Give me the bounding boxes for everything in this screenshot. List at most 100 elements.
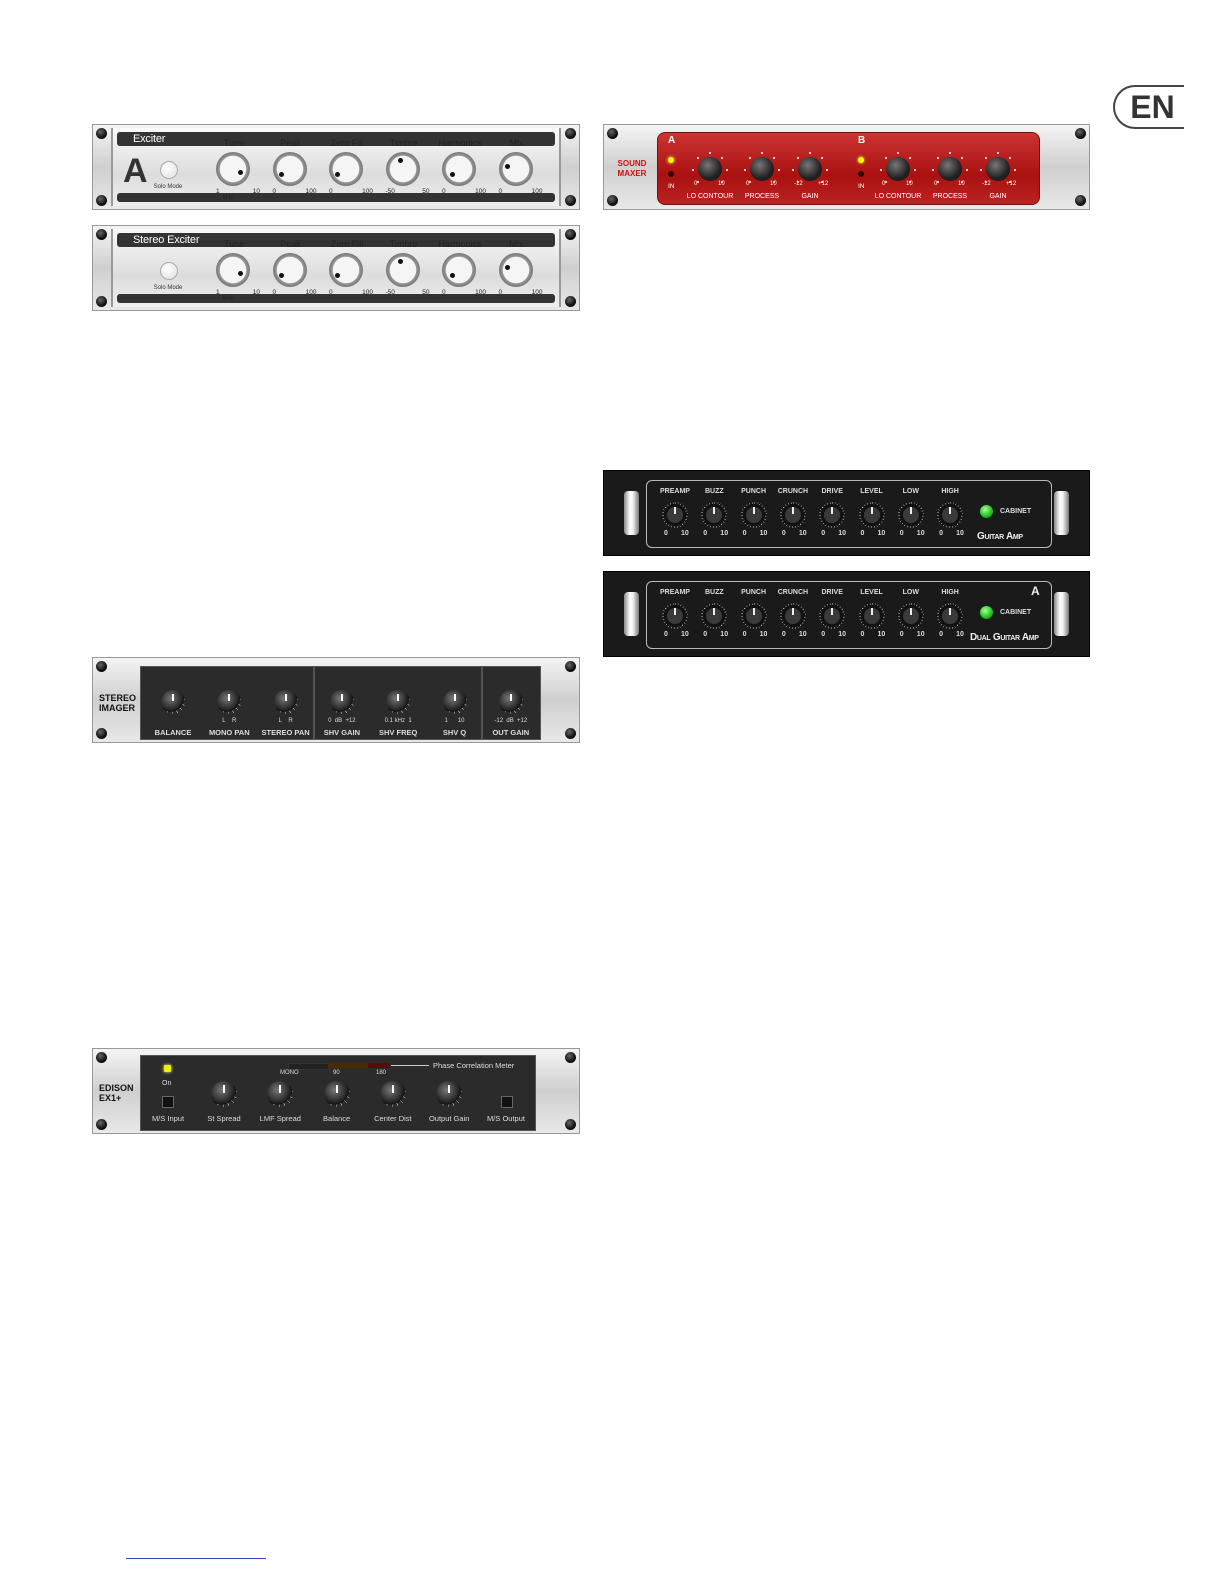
sm-knob-process[interactable]: [750, 157, 774, 181]
cabinet-led-button[interactable]: [980, 505, 993, 518]
rotary-knob[interactable]: [897, 603, 924, 629]
rotary-knob[interactable]: [779, 603, 806, 629]
rotary-knob[interactable]: [216, 253, 250, 287]
scale-tick: [884, 181, 887, 184]
rotary-knob[interactable]: [937, 603, 964, 629]
knob-label: SHV GAIN: [323, 728, 361, 737]
rotary-knob[interactable]: [379, 1081, 406, 1107]
knob-label: PUNCH: [741, 589, 767, 596]
sm-knob-gain[interactable]: [986, 157, 1010, 181]
scale-tick: [761, 152, 763, 154]
footer-link-underline[interactable]: [126, 1558, 266, 1559]
rotary-knob[interactable]: [272, 152, 307, 186]
knob-indicator: [397, 259, 403, 264]
phase-meter-segment: [368, 1063, 390, 1068]
scale-tick: [709, 152, 711, 154]
knob-st-spread: St Spread: [194, 1081, 254, 1127]
rotary-knob[interactable]: [442, 152, 476, 186]
rotary-knob[interactable]: [442, 690, 467, 714]
rotary-knob[interactable]: [498, 152, 533, 186]
scale-max: 100: [362, 289, 373, 296]
rotary-knob[interactable]: [740, 603, 767, 629]
rotary-knob[interactable]: [498, 253, 533, 287]
rotary-knob[interactable]: [217, 690, 242, 714]
sm-knob-process[interactable]: [938, 157, 962, 181]
rotary-knob[interactable]: [436, 1081, 463, 1107]
sm-knob-label: PROCESS: [932, 193, 968, 200]
rotary-knob[interactable]: [701, 502, 728, 528]
rack-screw: [1075, 195, 1086, 206]
scale-max: 10: [838, 530, 846, 537]
rotary-knob[interactable]: [662, 603, 688, 629]
rotary-knob[interactable]: [858, 502, 885, 528]
rotary-knob[interactable]: [161, 690, 185, 714]
scale-tick: [821, 181, 824, 184]
sm-knob-gain[interactable]: [798, 157, 822, 181]
rotary-knob[interactable]: [273, 690, 298, 714]
rotary-knob[interactable]: [329, 152, 363, 186]
rotary-knob[interactable]: [740, 502, 767, 528]
ms-input-label: M/S Input: [151, 1114, 185, 1123]
scale-min: 0: [742, 530, 747, 537]
scale-min: 0: [821, 530, 826, 537]
on-label: On: [162, 1080, 172, 1087]
scale-min: 1: [216, 289, 220, 296]
section-b-in-button[interactable]: [858, 171, 864, 177]
scale-min: -12: [794, 181, 803, 187]
sm-knob-lo-contour[interactable]: [886, 157, 910, 181]
rotary-knob[interactable]: [329, 253, 363, 287]
rotary-knob[interactable]: [216, 152, 250, 186]
rotary-knob[interactable]: [442, 253, 476, 287]
rotary-knob[interactable]: [858, 603, 885, 629]
rotary-knob[interactable]: [819, 603, 846, 629]
knob-indicator: [278, 172, 284, 177]
solo-mode-button[interactable]: [160, 262, 178, 280]
rotary-knob[interactable]: [897, 502, 924, 528]
scale-min: 0: [860, 530, 865, 537]
rotary-knob[interactable]: [385, 253, 420, 287]
rotary-knob[interactable]: [937, 502, 964, 528]
cabinet-label: CABINET: [1000, 508, 1032, 515]
rotary-knob[interactable]: [662, 502, 688, 528]
rotary-knob[interactable]: [498, 690, 523, 714]
scale-unit: kHz: [222, 195, 234, 201]
knob-scale: 0.1 kHz 1: [384, 718, 412, 724]
rotary-knob[interactable]: [385, 152, 420, 186]
scale-tick: [909, 181, 912, 184]
rotary-knob[interactable]: [701, 603, 728, 629]
cabinet-led-button[interactable]: [980, 606, 993, 619]
rotary-knob[interactable]: [323, 1081, 350, 1107]
scale-max: 100: [531, 289, 543, 296]
rack-handle: [1054, 491, 1069, 535]
scale-min: 0: [272, 188, 277, 195]
scale-tick: [997, 152, 999, 154]
knob-label: Mix: [509, 239, 524, 249]
scale-tick: [726, 169, 728, 171]
sm-knob-label: GAIN: [801, 193, 819, 200]
scale-max: 10: [720, 631, 729, 638]
rotary-knob[interactable]: [779, 502, 806, 528]
rotary-knob[interactable]: [819, 502, 846, 528]
rotary-knob[interactable]: [272, 253, 307, 287]
sm-knob-lo-contour[interactable]: [698, 157, 722, 181]
rotary-knob[interactable]: [267, 1081, 294, 1107]
knob-indicator: [397, 158, 403, 163]
ms-output-button[interactable]: [501, 1096, 513, 1108]
section-a-in-button[interactable]: [668, 171, 674, 177]
sm-knob-label: PROCESS: [744, 193, 780, 200]
solo-mode-button[interactable]: [160, 161, 178, 179]
rotary-knob[interactable]: [211, 1081, 237, 1107]
rotary-knob[interactable]: [386, 690, 411, 714]
rotary-knob[interactable]: [329, 690, 354, 714]
ms-input-button[interactable]: [162, 1096, 174, 1108]
